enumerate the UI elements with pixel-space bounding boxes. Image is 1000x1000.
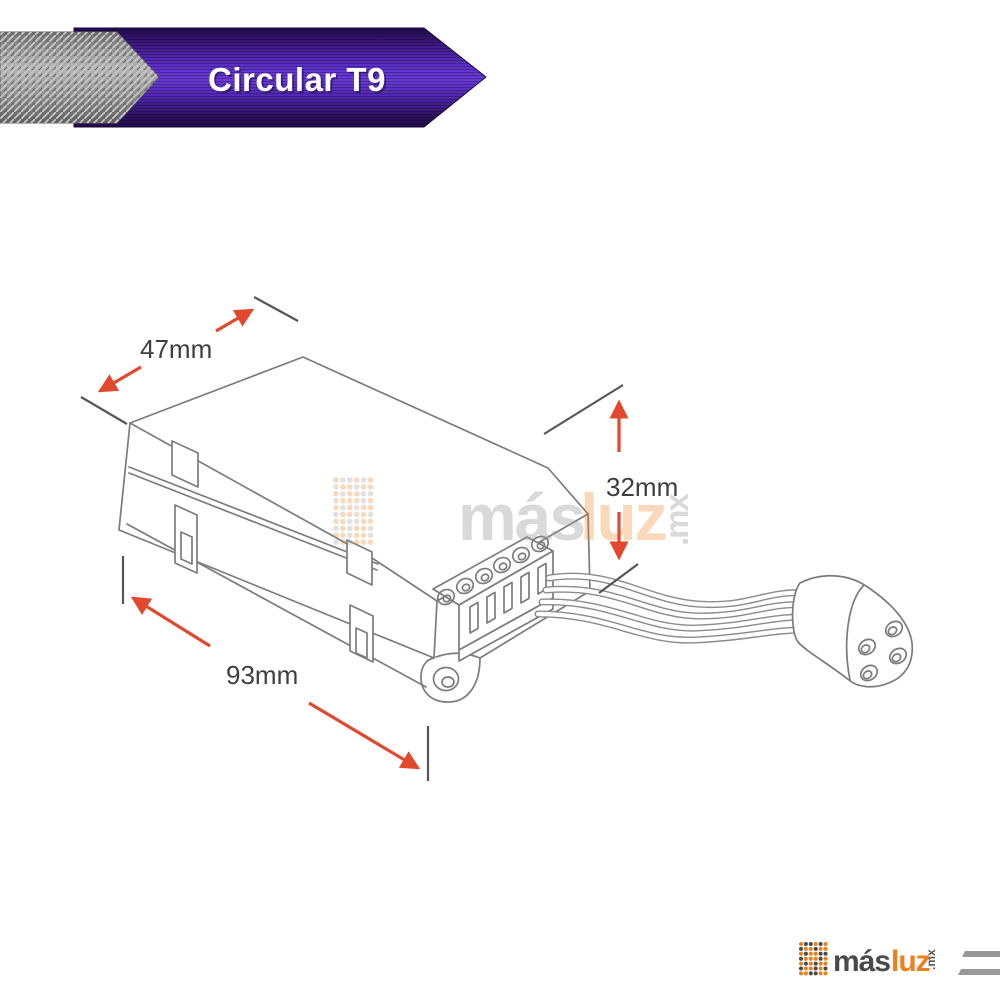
brand-dot-grid-icon [799,942,828,976]
box-slope-left-edge [368,555,438,602]
terminal-screws [436,535,550,606]
box-top-front-edge [129,422,370,557]
connector-body [791,574,914,688]
dim-arrow-icon [97,365,142,393]
clip-tab [171,440,199,488]
dimension-length-93mm: 93mm [121,556,430,781]
banner-gray-ribbon-texture [0,32,159,123]
footer-divider-bar [958,969,1000,975]
banner-purple-stripes [74,28,486,127]
dim-arrow-icon [308,701,421,770]
mounting-ear-top [435,652,481,659]
dim-tick [253,296,299,322]
title-banner: Circular T9 Circular T9 [0,27,487,128]
clip-leg-2 [349,604,374,663]
dim-arrow-icon [215,308,255,333]
banner-title-shadow: Circular T9 [210,63,388,100]
footer-brand-luz: luz [891,945,930,978]
terminal-block-apron [458,597,554,662]
dimension-width-47mm: 47mm [80,296,299,425]
output-wires [534,572,816,644]
page-title: Circular T9 [208,61,386,98]
footer-brand-mas: más [833,945,890,978]
dim-arrow-icon [130,596,211,648]
center-watermark: más luz .mx [333,477,695,554]
dim-label-width: 47mm [140,334,212,364]
dimension-annotations: 47mm 32mm 93mm [80,296,678,781]
footer-brand-logo: más luz .mx [799,942,1000,978]
clip-tab-2 [346,539,373,586]
dim-tick [598,563,639,594]
connector-pin-holes [857,620,908,682]
watermark-mas: más [458,480,584,554]
dim-label-height: 32mm [606,472,678,502]
ballast-drawing [118,356,914,703]
clip-slot [180,531,193,565]
mounting-hole-inner [441,676,455,688]
clip-leg [174,504,198,574]
lid-seam-line [128,466,379,565]
watermark-dot-grid-icon [333,477,374,545]
lid-seam-line2 [128,472,378,571]
round-connector [791,574,914,688]
dimension-height-32mm: 32mm [543,384,678,594]
connector-face-edge [845,584,865,681]
dim-tick [80,396,128,425]
dim-tick [543,384,624,435]
box-end-boundary [433,600,438,659]
footer-brand-tld: .mx [924,949,938,970]
watermark-tld: .mx [658,492,695,546]
dim-label-length: 93mm [226,660,298,690]
footer-divider-bar [962,951,1000,957]
clip-slot-2 [355,627,368,659]
